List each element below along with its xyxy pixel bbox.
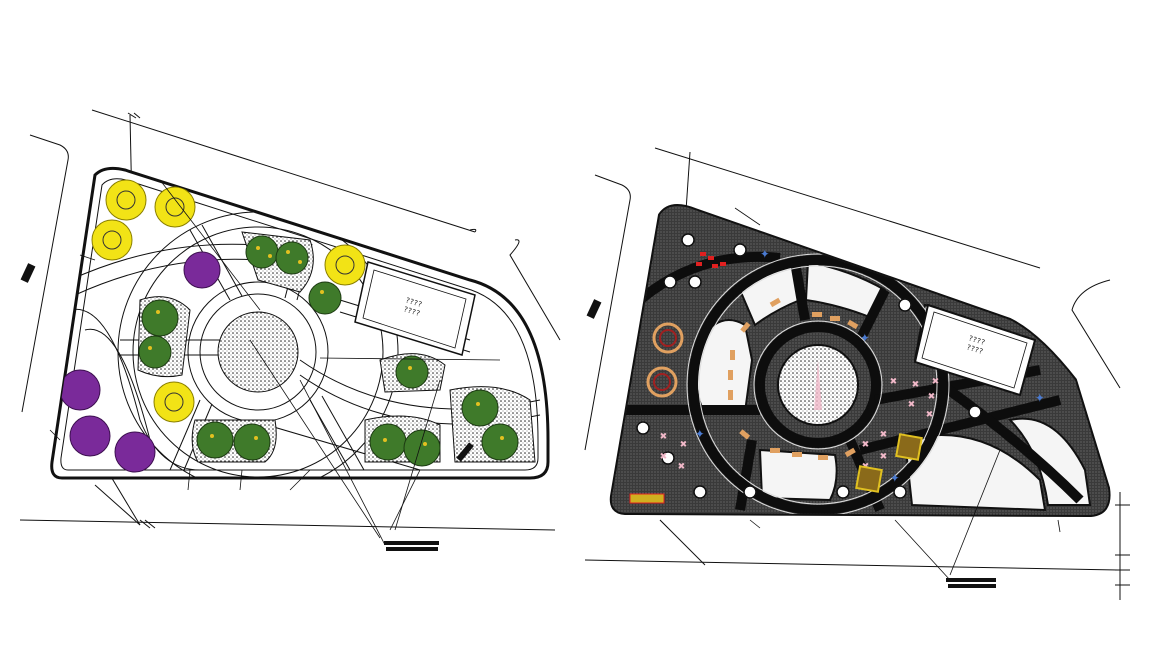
right-benches xyxy=(728,297,859,460)
north-marker xyxy=(20,263,36,283)
right-site-plan: ✖✖✖ ✖✖✖ ✖✖✖ ✖✖✖ ✖✖ ✦✦✦ ✦✦ xyxy=(509,147,1130,600)
svg-text:✖: ✖ xyxy=(928,389,935,403)
shrub-green xyxy=(395,355,429,389)
left-yellow-trees xyxy=(91,179,366,423)
svg-text:✦: ✦ xyxy=(1035,387,1045,406)
right-lamps xyxy=(636,233,982,499)
shrub-green xyxy=(403,429,441,467)
left-building: ???? ???? xyxy=(354,261,476,356)
svg-text:✖: ✖ xyxy=(880,449,887,463)
right-seating-circles xyxy=(646,322,684,398)
svg-text:✦: ✦ xyxy=(695,423,705,442)
svg-text:✖: ✖ xyxy=(932,374,939,388)
shrub-purple xyxy=(183,251,221,289)
shrub-purple xyxy=(114,431,156,473)
left-leader-lines xyxy=(49,179,501,546)
right-star-lights: ✦ ✦ ✦ ✦ ✦ xyxy=(695,243,1045,486)
right-square-planters xyxy=(855,433,923,493)
shrub-green xyxy=(141,299,179,337)
shrub-purple xyxy=(59,369,101,411)
right-context-lines xyxy=(509,147,1130,600)
shrub-green xyxy=(245,235,279,269)
shrub-green xyxy=(275,241,309,275)
shrub-purple xyxy=(69,415,111,457)
right-sign: ?????? xyxy=(629,493,665,504)
tree-yellow xyxy=(153,381,195,423)
svg-text:✖: ✖ xyxy=(660,429,667,443)
right-north-marker xyxy=(586,299,602,319)
shrub-green xyxy=(138,335,172,369)
right-pink-flowers: ✖✖✖ ✖✖✖ ✖✖✖ ✖✖✖ ✖✖ xyxy=(660,374,939,473)
svg-text:✦: ✦ xyxy=(890,467,900,486)
shrub-green xyxy=(308,281,342,315)
tree-yellow xyxy=(91,219,133,261)
svg-text:✖: ✖ xyxy=(908,397,915,411)
shrub-green xyxy=(233,423,271,461)
left-inner-border xyxy=(60,178,539,471)
svg-text:✦: ✦ xyxy=(860,327,870,346)
shrub-green xyxy=(461,389,499,427)
left-green-shrubs xyxy=(138,235,519,467)
svg-text:✖: ✖ xyxy=(660,449,667,463)
svg-text:✖: ✖ xyxy=(926,407,933,421)
svg-text:✖: ✖ xyxy=(862,459,869,473)
tree-yellow xyxy=(154,186,196,228)
svg-text:✖: ✖ xyxy=(680,437,687,451)
svg-text:✦: ✦ xyxy=(760,243,770,262)
shrub-green xyxy=(369,423,407,461)
shrub-green xyxy=(196,421,234,459)
left-purple-shrubs xyxy=(59,251,221,473)
svg-text:✖: ✖ xyxy=(862,437,869,451)
svg-text:✖: ✖ xyxy=(880,427,887,441)
right-building: ???? ???? xyxy=(913,303,1037,397)
svg-text:✖: ✖ xyxy=(890,374,897,388)
shrub-green xyxy=(481,423,519,461)
left-site-plan: ???? ???? ???? ?????? ???? ??????? xyxy=(19,109,556,551)
left-callout: ???? ?????? ???? ??????? xyxy=(384,541,439,551)
right-red-plants xyxy=(696,252,726,268)
tree-yellow xyxy=(105,179,147,221)
right-callout: ??? ?????? ??? ??????? xyxy=(946,578,996,588)
svg-text:✖: ✖ xyxy=(678,459,685,473)
left-bench-marker xyxy=(456,442,474,462)
svg-text:✖: ✖ xyxy=(912,377,919,391)
right-light-segments xyxy=(694,260,1092,512)
tree-yellow xyxy=(324,244,366,286)
right-leader-lines xyxy=(659,207,1061,581)
